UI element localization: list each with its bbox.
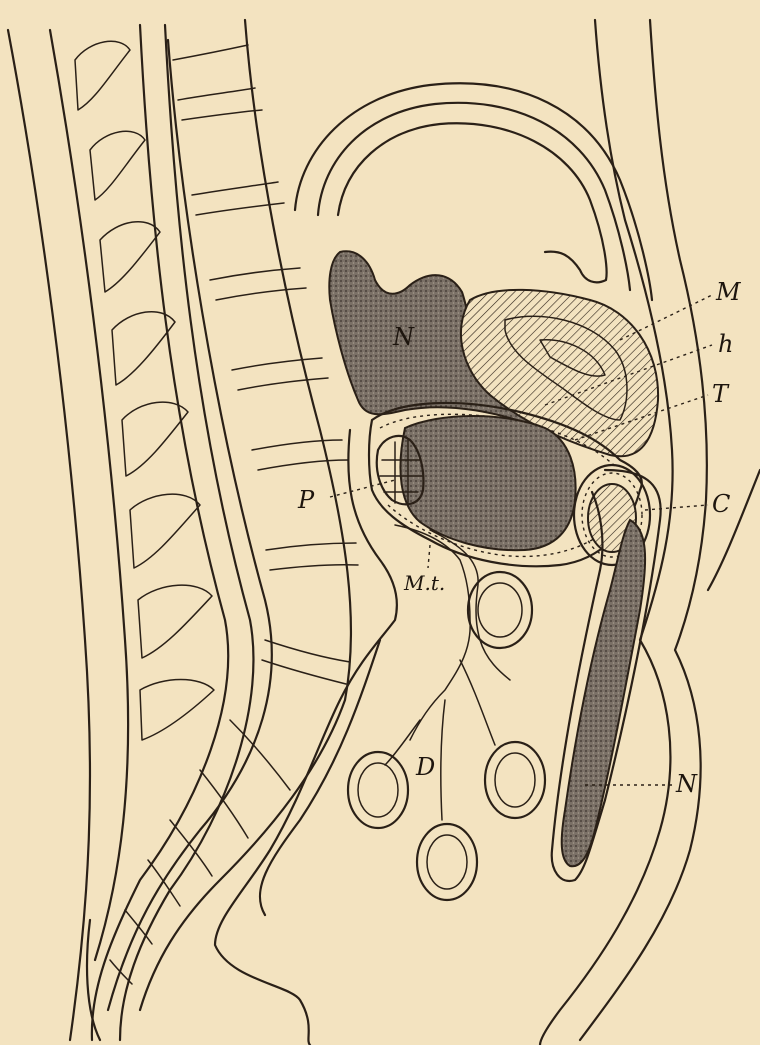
mesentery-and-small-intestine xyxy=(348,525,545,900)
label-Mt: M.t. xyxy=(403,571,445,595)
label-C: C xyxy=(712,490,730,518)
spinous-processes xyxy=(75,41,214,740)
pancreas-mass xyxy=(400,416,575,550)
label-T: T xyxy=(712,380,730,408)
label-P: P xyxy=(297,486,315,514)
label-N-omentum: N xyxy=(675,770,698,798)
abdominal-wall xyxy=(540,20,760,1045)
label-h: h xyxy=(718,330,733,358)
label-N-liver: N xyxy=(392,323,415,351)
label-D: D xyxy=(415,753,435,781)
label-M: M xyxy=(715,278,742,306)
back-outline xyxy=(8,30,128,1040)
vertebral-column xyxy=(87,20,358,1040)
